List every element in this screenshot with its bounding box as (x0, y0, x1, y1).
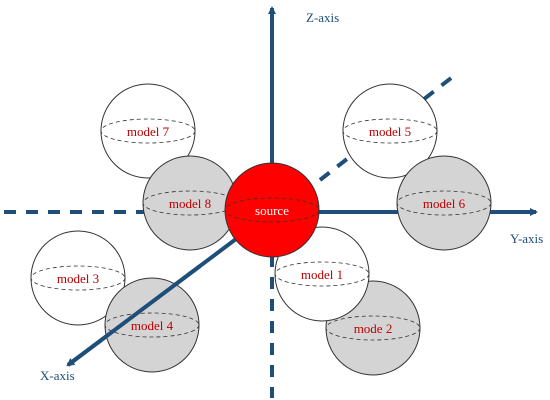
sphere-label: model 3 (57, 271, 99, 286)
y-axis-label: Y-axis (510, 231, 543, 246)
sphere-model-1: model 1 (274, 226, 370, 322)
source-sphere: source (224, 162, 320, 258)
x-axis-dashed-extension (318, 73, 457, 182)
sphere-model-7: model 7 (100, 83, 196, 179)
sphere-label: model 6 (423, 196, 466, 211)
sphere-model-8: model 8 (142, 155, 238, 251)
sphere-label: mode 2 (354, 321, 393, 336)
sphere-model-4: model 4 (104, 277, 200, 373)
x-axis-front-segment (66, 264, 202, 367)
sphere-label: model 8 (169, 196, 211, 211)
sphere-label: model 1 (301, 267, 343, 282)
sphere-model-5: model 5 (342, 83, 438, 179)
z-axis-label: Z-axis (306, 10, 339, 25)
sphere-label: model 7 (127, 124, 170, 139)
sphere-model-6: model 6 (396, 155, 492, 251)
sphere-label: model 4 (131, 318, 174, 333)
sphere-model-3: model 3 (30, 230, 126, 326)
source-label: source (255, 203, 289, 218)
sphere-label: model 5 (369, 124, 411, 139)
x-axis-label: X-axis (40, 368, 75, 383)
